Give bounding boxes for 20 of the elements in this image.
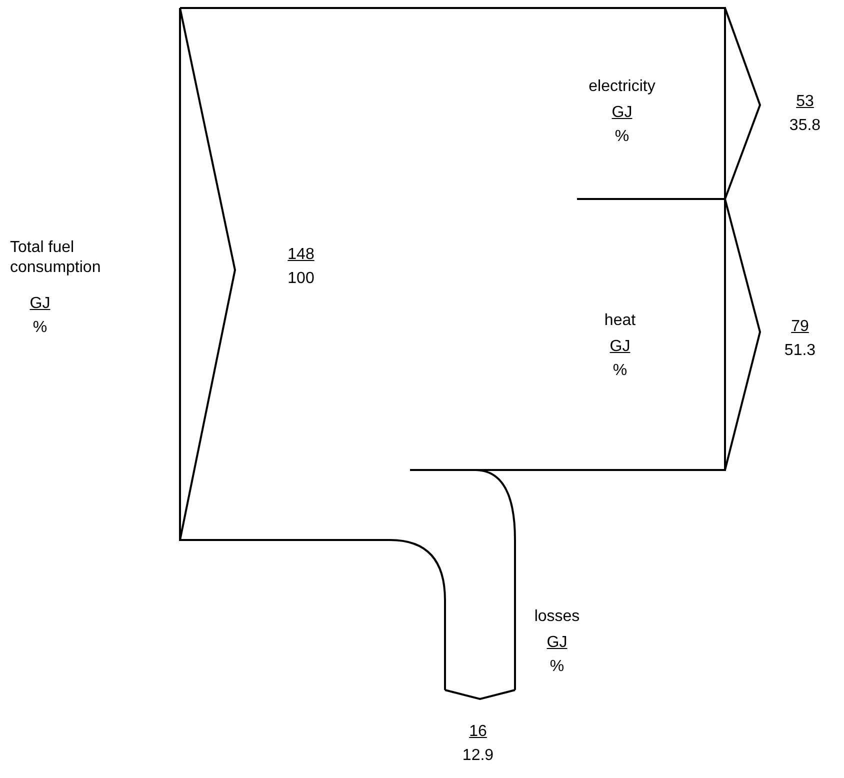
numerator-label: 148: [288, 245, 314, 265]
numerator-label: 79: [791, 317, 809, 337]
numerator-label: GJ: [612, 103, 632, 123]
flow-label: losses: [534, 607, 580, 627]
flow-label: %: [32, 318, 48, 338]
flow-label: electricity: [588, 77, 656, 97]
numerator-label: GJ: [546, 633, 568, 653]
flow-label: %: [614, 127, 630, 147]
flow-label: heat: [604, 311, 636, 331]
numerator-label: GJ: [30, 294, 50, 314]
numerator-label: 16: [469, 722, 487, 742]
numerator-label: GJ: [610, 337, 630, 357]
flow-label: Total fuel consumption: [10, 238, 102, 278]
flow-label: 100: [288, 269, 314, 289]
flow-label: 35.8: [789, 116, 821, 136]
flow-label: 51.3: [784, 341, 816, 361]
flow-label: 12.9: [462, 746, 494, 766]
numerator-label: 53: [796, 92, 814, 112]
flow-label: %: [550, 657, 564, 677]
flow-label: %: [612, 361, 628, 381]
